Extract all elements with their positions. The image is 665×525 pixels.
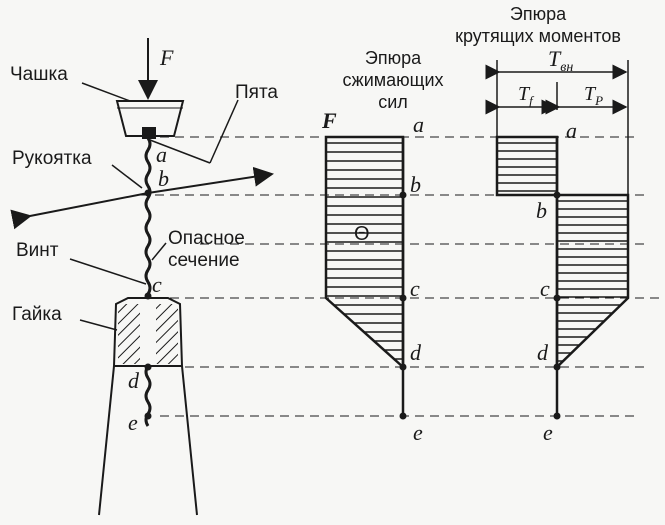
cup-label: Чашка bbox=[10, 64, 68, 85]
heel-label: Пята bbox=[235, 82, 278, 103]
compression-sign: Θ bbox=[354, 223, 370, 245]
torque-point-c: c bbox=[540, 276, 550, 301]
screw-jack-assembly bbox=[10, 38, 274, 516]
torque-left-label: Tf bbox=[518, 83, 535, 108]
torque-title-1: Эпюра bbox=[510, 4, 567, 24]
compression-point-e: e bbox=[413, 420, 423, 445]
handle-left bbox=[10, 192, 149, 230]
force-label: F bbox=[159, 45, 174, 70]
assembly-point-c: c bbox=[152, 272, 162, 297]
body-walls bbox=[98, 365, 198, 516]
screw-thread bbox=[144, 137, 152, 427]
torque-title-2: крутящих моментов bbox=[455, 26, 621, 46]
heel-block bbox=[142, 127, 156, 139]
nut-label: Гайка bbox=[12, 304, 62, 325]
danger-section-label-2: сечение bbox=[168, 250, 240, 271]
danger-section-label-1: Опасное bbox=[168, 228, 245, 249]
compression-title-2: сжимающих bbox=[342, 70, 443, 90]
compression-point-b: b bbox=[410, 172, 421, 197]
compression-force-label: F bbox=[321, 108, 337, 133]
torque-right-label: TP bbox=[584, 83, 603, 108]
handle-right bbox=[147, 166, 274, 194]
compression-title-3: сил bbox=[378, 92, 408, 112]
torque-total-label: Tвн bbox=[548, 46, 573, 75]
torque-upper-area bbox=[495, 135, 559, 197]
assembly-point-b: b bbox=[158, 166, 169, 191]
cup-shape bbox=[115, 100, 185, 137]
torque-point-b: b bbox=[536, 198, 547, 223]
compression-point-d: d bbox=[410, 340, 422, 365]
torque-point-a: a bbox=[566, 118, 577, 143]
screw-label: Винт bbox=[16, 240, 59, 261]
compression-point-a: a bbox=[413, 112, 424, 137]
assembly-point-e: e bbox=[128, 410, 138, 435]
torque-point-d: d bbox=[537, 340, 549, 365]
compression-title-1: Эпюра bbox=[365, 48, 422, 68]
handle-label: Рукоятка bbox=[12, 148, 92, 169]
torque-point-e: e bbox=[543, 420, 553, 445]
torque-diagram: Эпюра крутящих моментов Tвн Tf TP a b c … bbox=[455, 4, 630, 445]
assembly-points bbox=[144, 189, 152, 420]
assembly-point-a: a bbox=[156, 142, 167, 167]
compression-point-c: c bbox=[410, 276, 420, 301]
assembly-point-d: d bbox=[128, 368, 140, 393]
compression-diagram: Эпюра сжимающих сил F Θ a b c d e bbox=[321, 48, 444, 445]
